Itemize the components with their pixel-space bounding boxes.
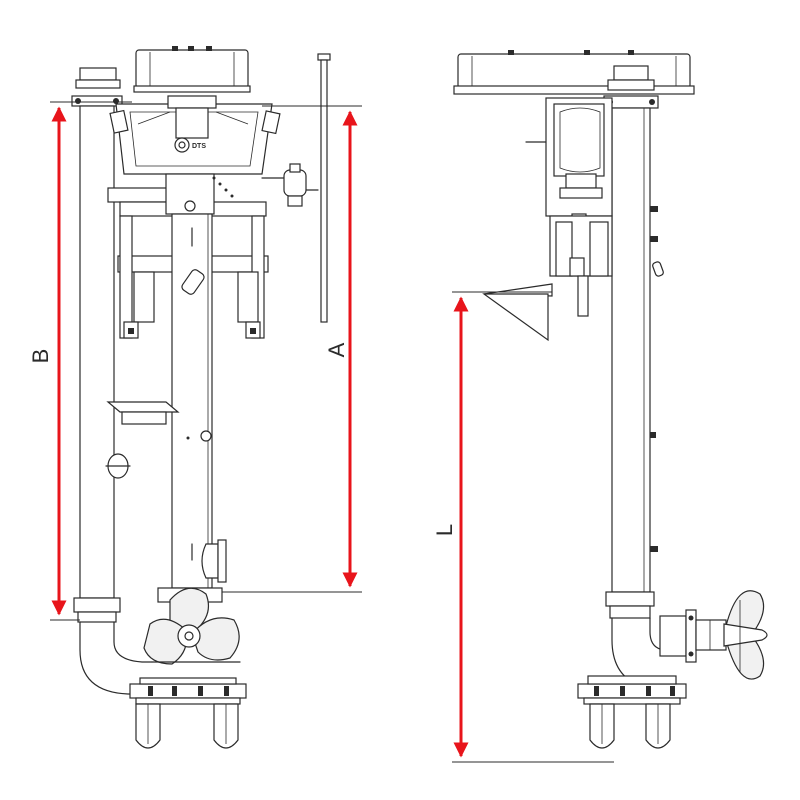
front-fittings (105, 453, 227, 583)
front-propeller (143, 587, 241, 665)
front-bracket (107, 187, 269, 339)
dimension-a-label: A (324, 342, 349, 357)
dimension-b: B (28, 101, 132, 621)
front-view: DTS (71, 46, 331, 749)
front-base-plate (129, 677, 247, 749)
front-mid-shelf (106, 401, 212, 442)
side-view (453, 50, 768, 749)
side-gearbox (525, 97, 613, 233)
front-top-cap (133, 46, 251, 93)
front-gearbox: DTS (109, 95, 281, 175)
side-propeller (723, 590, 768, 680)
side-bracket (482, 215, 613, 342)
dimension-l: L (432, 291, 614, 763)
front-rod (317, 53, 331, 323)
side-main-column (603, 65, 664, 619)
dimension-b-label: B (28, 349, 53, 364)
front-center-column (165, 173, 234, 589)
side-base-plate (577, 675, 687, 749)
side-top-cap (453, 50, 695, 95)
dimension-a: A (222, 105, 362, 593)
dts-logo-text: DTS (192, 143, 206, 150)
dimension-l-label: L (432, 524, 457, 536)
front-side-fitting (261, 163, 319, 207)
side-elbow (611, 609, 727, 691)
